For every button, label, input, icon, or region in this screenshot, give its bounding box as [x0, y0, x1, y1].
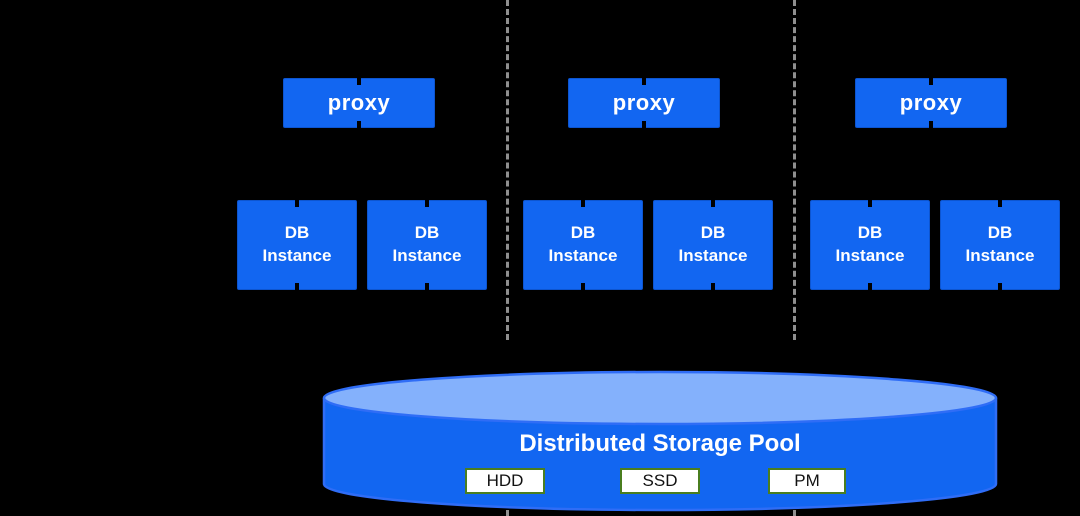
db-instance-label: DB Instance	[548, 223, 618, 265]
column-separator-right	[793, 0, 796, 340]
proxy-node-2: proxy	[568, 78, 720, 128]
db-instance-label: DB Instance	[835, 223, 905, 265]
proxy-label: proxy	[612, 90, 676, 115]
db-instance-node-3a: DB Instance	[810, 200, 930, 290]
db-instance-node-2a: DB Instance	[523, 200, 643, 290]
db-instance-label: DB Instance	[262, 223, 332, 265]
db-instance-node-3b: DB Instance	[940, 200, 1060, 290]
db-instance-node-2b: DB Instance	[653, 200, 773, 290]
media-label: SSD	[642, 471, 678, 490]
db-instance-label: DB Instance	[678, 223, 748, 265]
media-label: PM	[794, 471, 820, 490]
media-box-pm: PM	[768, 468, 846, 494]
storage-pool-cylinder: Distributed Storage Pool HDD SSD PM	[322, 368, 998, 516]
db-instance-node-1a: DB Instance	[237, 200, 357, 290]
media-label: HDD	[486, 471, 524, 490]
db-instance-label: DB Instance	[965, 223, 1035, 265]
column-separator-left	[506, 0, 509, 340]
proxy-label: proxy	[327, 90, 391, 115]
proxy-label: proxy	[899, 90, 963, 115]
proxy-node-1: proxy	[283, 78, 435, 128]
proxy-node-3: proxy	[855, 78, 1007, 128]
storage-media-row: HDD SSD PM	[322, 468, 998, 498]
storage-pool-title: Distributed Storage Pool	[519, 430, 801, 457]
db-instance-node-1b: DB Instance	[367, 200, 487, 290]
media-box-ssd: SSD	[620, 468, 700, 494]
db-instance-label: DB Instance	[392, 223, 462, 265]
media-box-hdd: HDD	[465, 468, 545, 494]
